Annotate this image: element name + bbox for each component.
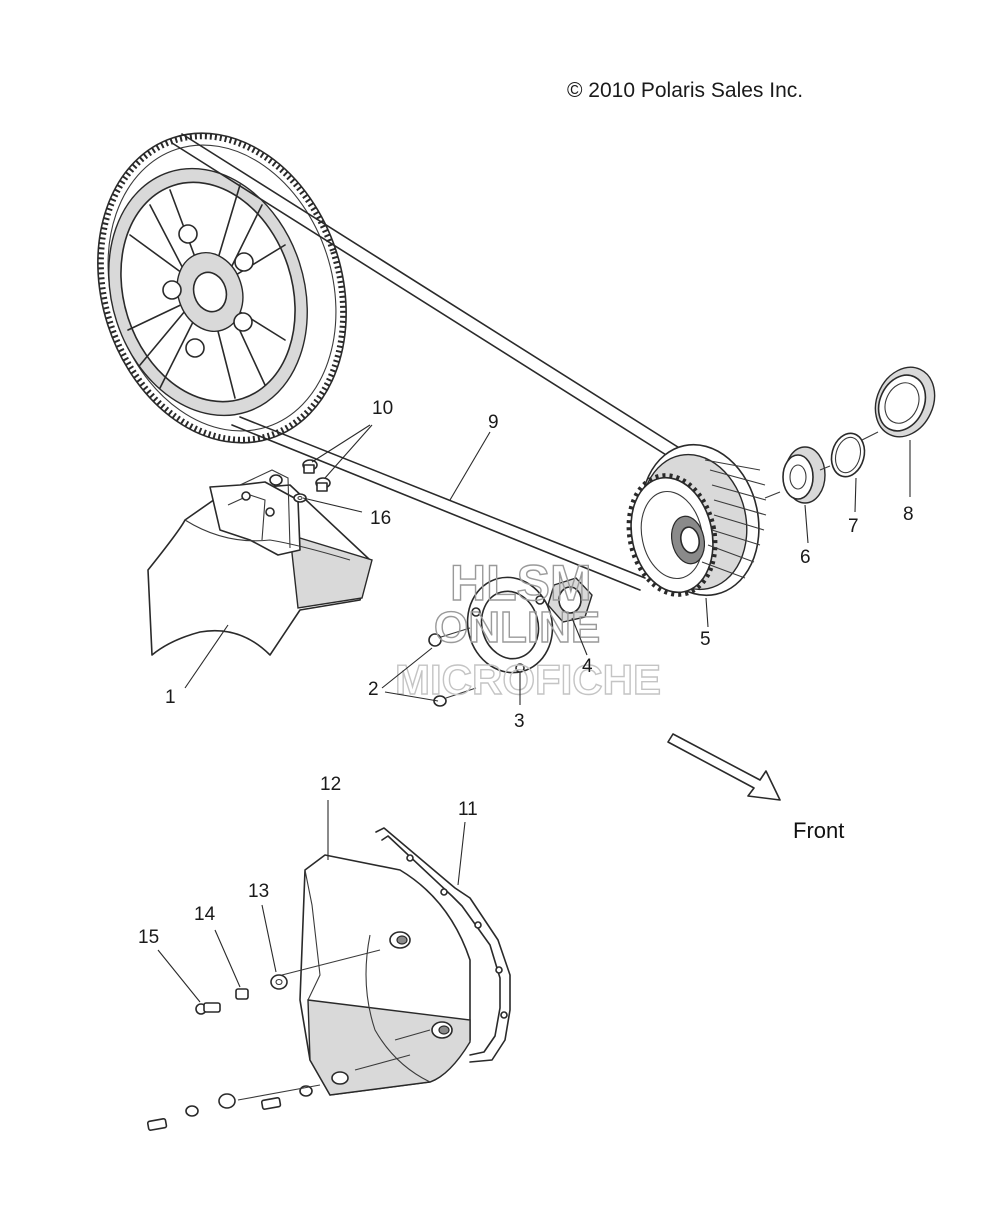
callout-16: 16 — [370, 508, 391, 529]
drive-belt — [171, 133, 701, 591]
callout-9: 9 — [488, 412, 499, 433]
callout-14: 14 — [194, 904, 216, 925]
spacer-seal — [782, 446, 826, 504]
rear-wheel-pulley — [97, 132, 347, 444]
bolt-10a — [302, 459, 318, 474]
sprocket-cover — [281, 854, 471, 1096]
callout-1: 1 — [165, 687, 176, 708]
watermark-line-3: MICROFICHE — [395, 656, 661, 703]
callout-4: 4 — [582, 656, 593, 677]
cover-gasket — [375, 827, 511, 1063]
belt-guard — [147, 469, 373, 656]
nut-4 — [547, 577, 593, 623]
lower-fasteners — [146, 1084, 321, 1131]
watermark: HLSM ONLINE MICROFICHE — [394, 554, 661, 703]
callout-7: 7 — [848, 516, 859, 537]
callout-13: 13 — [248, 881, 269, 902]
screw-2a — [428, 627, 471, 647]
front-label: Front — [793, 818, 844, 843]
spacer-14 — [235, 988, 249, 1000]
washer-16 — [293, 493, 307, 503]
callout-12: 12 — [320, 774, 341, 795]
callout-8: 8 — [903, 504, 914, 525]
callout-10: 10 — [372, 398, 393, 419]
watermark-line-1: HLSM — [450, 555, 592, 611]
washer-upper — [269, 474, 283, 486]
leader-lines — [157, 424, 911, 1003]
callout-11: 11 — [458, 799, 478, 820]
callout-15: 15 — [138, 927, 159, 948]
sensor-plate — [466, 576, 554, 674]
front-direction-arrow — [667, 733, 781, 801]
bearing — [874, 366, 936, 438]
callout-3: 3 — [514, 711, 525, 732]
grommet-13 — [270, 974, 288, 990]
bolt-15 — [195, 1002, 221, 1015]
copyright-text: © 2010 Polaris Sales Inc. — [567, 79, 803, 102]
front-sprocket — [626, 443, 767, 597]
screw-2b — [433, 687, 477, 707]
o-ring — [830, 432, 866, 478]
callout-6: 6 — [800, 547, 811, 568]
callout-5: 5 — [700, 629, 711, 650]
callout-2: 2 — [368, 679, 379, 700]
bolt-10b — [315, 477, 331, 492]
callouts: 1 2 3 4 5 6 7 8 9 10 11 12 13 14 15 16 — [138, 398, 914, 948]
watermark-line-2: ONLINE — [434, 603, 600, 652]
